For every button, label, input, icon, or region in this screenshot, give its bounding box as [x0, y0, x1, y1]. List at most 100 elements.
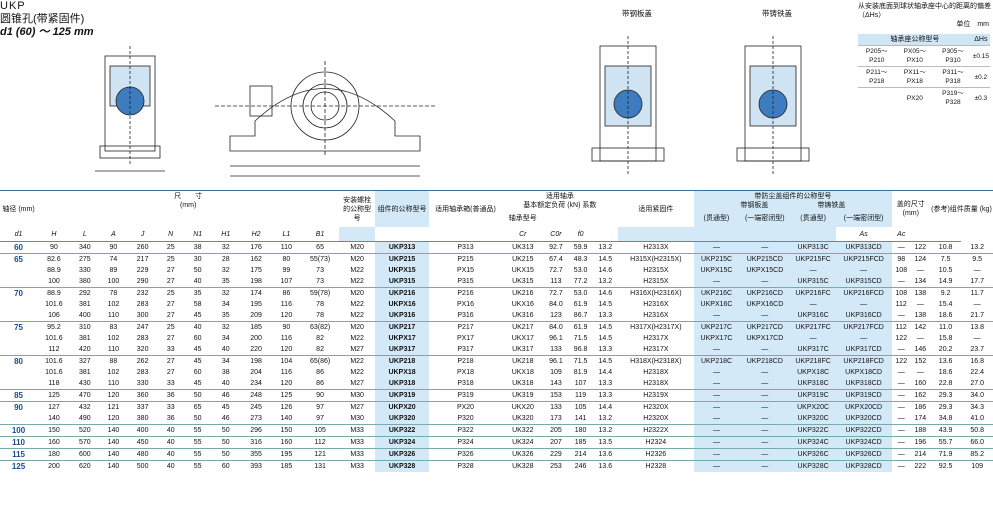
table-cell: 234 [250, 380, 262, 387]
symbol-cell: N1 [184, 227, 212, 242]
table-cell: — [973, 335, 981, 342]
table-cell: 33 [166, 380, 175, 387]
table-cell: 116 [280, 301, 292, 308]
table-cell: 45 [193, 346, 202, 353]
table-cell: UKPX16C [694, 299, 739, 310]
table-cell: 205 [543, 424, 569, 437]
table-cell: — [891, 389, 911, 402]
table-cell: 110 [107, 346, 120, 353]
table-cell: 33 [166, 346, 175, 353]
table-cell: 122 [891, 355, 911, 367]
cast-cover-caption: 带铸铁盖 [762, 9, 792, 18]
table-cell: 141 [574, 415, 587, 422]
table-cell: 400 [128, 424, 158, 437]
table-cell: 50 [211, 424, 241, 437]
table-cell: — [916, 335, 924, 342]
table-cell: 41.0 [970, 415, 984, 422]
table-cell: — [738, 344, 791, 356]
symbol-cell: H2 [240, 227, 272, 242]
table-cell: UKP326 [375, 448, 430, 461]
table-cell: 337 [128, 401, 158, 413]
table-cell: 520 [70, 424, 99, 437]
series-subtitle: 圆锥孔(带紧固件) [0, 13, 85, 25]
table-cell: 82 [316, 346, 324, 353]
table-cell: M20 [339, 287, 376, 299]
table-cell: 77.2 [573, 278, 588, 285]
table-cell: UKP218CD [738, 355, 791, 367]
table-cell: 45 [193, 312, 202, 319]
table-cell: H2319X [617, 389, 695, 402]
table-cell: 59(78) [300, 287, 340, 299]
table-cell: P319 [429, 389, 503, 402]
table-cell: UKP313CD [835, 241, 892, 254]
table-cell: 340 [78, 244, 91, 251]
table-cell: M27 [350, 380, 364, 387]
table-cell: 65 [184, 401, 212, 413]
table-cell: 116 [280, 369, 292, 376]
table-cell: 25 [166, 244, 175, 251]
table-cell: UKP217CD [738, 321, 791, 333]
table-cell: 122 [895, 335, 908, 342]
table-cell: M20 [350, 244, 364, 251]
table-cell: 29.3 [929, 389, 962, 402]
table-cell: UKPX16CD [738, 299, 791, 310]
table-cell: 14.5 [598, 335, 613, 342]
table-cell: 27 [166, 335, 175, 342]
table-cell: 13.3 [598, 312, 613, 319]
tolerance-cell: P305～P310 [934, 45, 972, 67]
table-cell: UKP319CD [835, 389, 892, 402]
table-cell: 116 [280, 335, 292, 342]
table-cell: 34.8 [938, 415, 953, 422]
table-cell: 283 [136, 301, 149, 308]
table-cell: 188 [910, 424, 930, 437]
table-cell: 162 [240, 253, 272, 265]
front-view-drawing [215, 61, 435, 177]
table-cell: — [897, 380, 905, 387]
table-cell: M22 [350, 301, 364, 308]
table-cell: 36 [166, 415, 175, 422]
table-cell: P317 [457, 346, 474, 353]
table-cell: 97 [300, 401, 340, 413]
table-cell: UKP313C [790, 241, 836, 254]
table-cell: UKPX18C [790, 367, 836, 378]
table-cell: UKP328CD [835, 460, 892, 472]
table-cell: 176 [250, 244, 262, 251]
table-cell: 222 [910, 460, 930, 472]
table-cell: 14.4 [598, 369, 613, 376]
table-cell: 84.0 [549, 301, 563, 308]
table-cell: P320 [457, 415, 474, 422]
table-cell: 470 [70, 389, 99, 402]
table-cell: 360 [128, 389, 158, 402]
table-cell: 11.0 [929, 321, 962, 333]
table-cell: UKP324 [375, 436, 430, 449]
table-cell: — [916, 369, 924, 376]
table-cell: M33 [339, 436, 376, 449]
table-cell: UKP322CD [835, 424, 892, 437]
table-cell: — [897, 346, 905, 353]
table-cell: UKP216FC [790, 287, 836, 299]
table-cell: 9.2 [929, 287, 962, 299]
table-cell: 89 [109, 267, 118, 274]
table-cell: UKX15 [511, 267, 534, 274]
tolerance-cell: P319～P328 [934, 87, 972, 108]
table-cell: 34 [221, 335, 230, 342]
table-cell: — [694, 448, 739, 461]
table-cell: 330 [78, 267, 91, 274]
table-cell: 105 [300, 424, 340, 437]
table-cell: 140 [280, 415, 293, 422]
table-cell: UKP319 [375, 389, 430, 402]
table-cell: 13.2 [598, 415, 613, 422]
symbol-cell: J [128, 227, 158, 242]
table-cell: UKX17 [511, 335, 534, 342]
table-cell: H318X(H2318X) [617, 355, 695, 367]
table-cell: 78 [316, 312, 324, 319]
tolerance-cell: P211～P218 [858, 66, 896, 88]
table-cell: UKP317C [790, 344, 836, 356]
table-cell: 46 [221, 415, 230, 422]
table-cell: 53.0 [573, 267, 588, 274]
table-cell: 310 [70, 321, 99, 333]
table-cell: 88.9 [47, 267, 61, 274]
symbol-cell: As [835, 227, 892, 242]
dimension-drawings [95, 36, 810, 177]
